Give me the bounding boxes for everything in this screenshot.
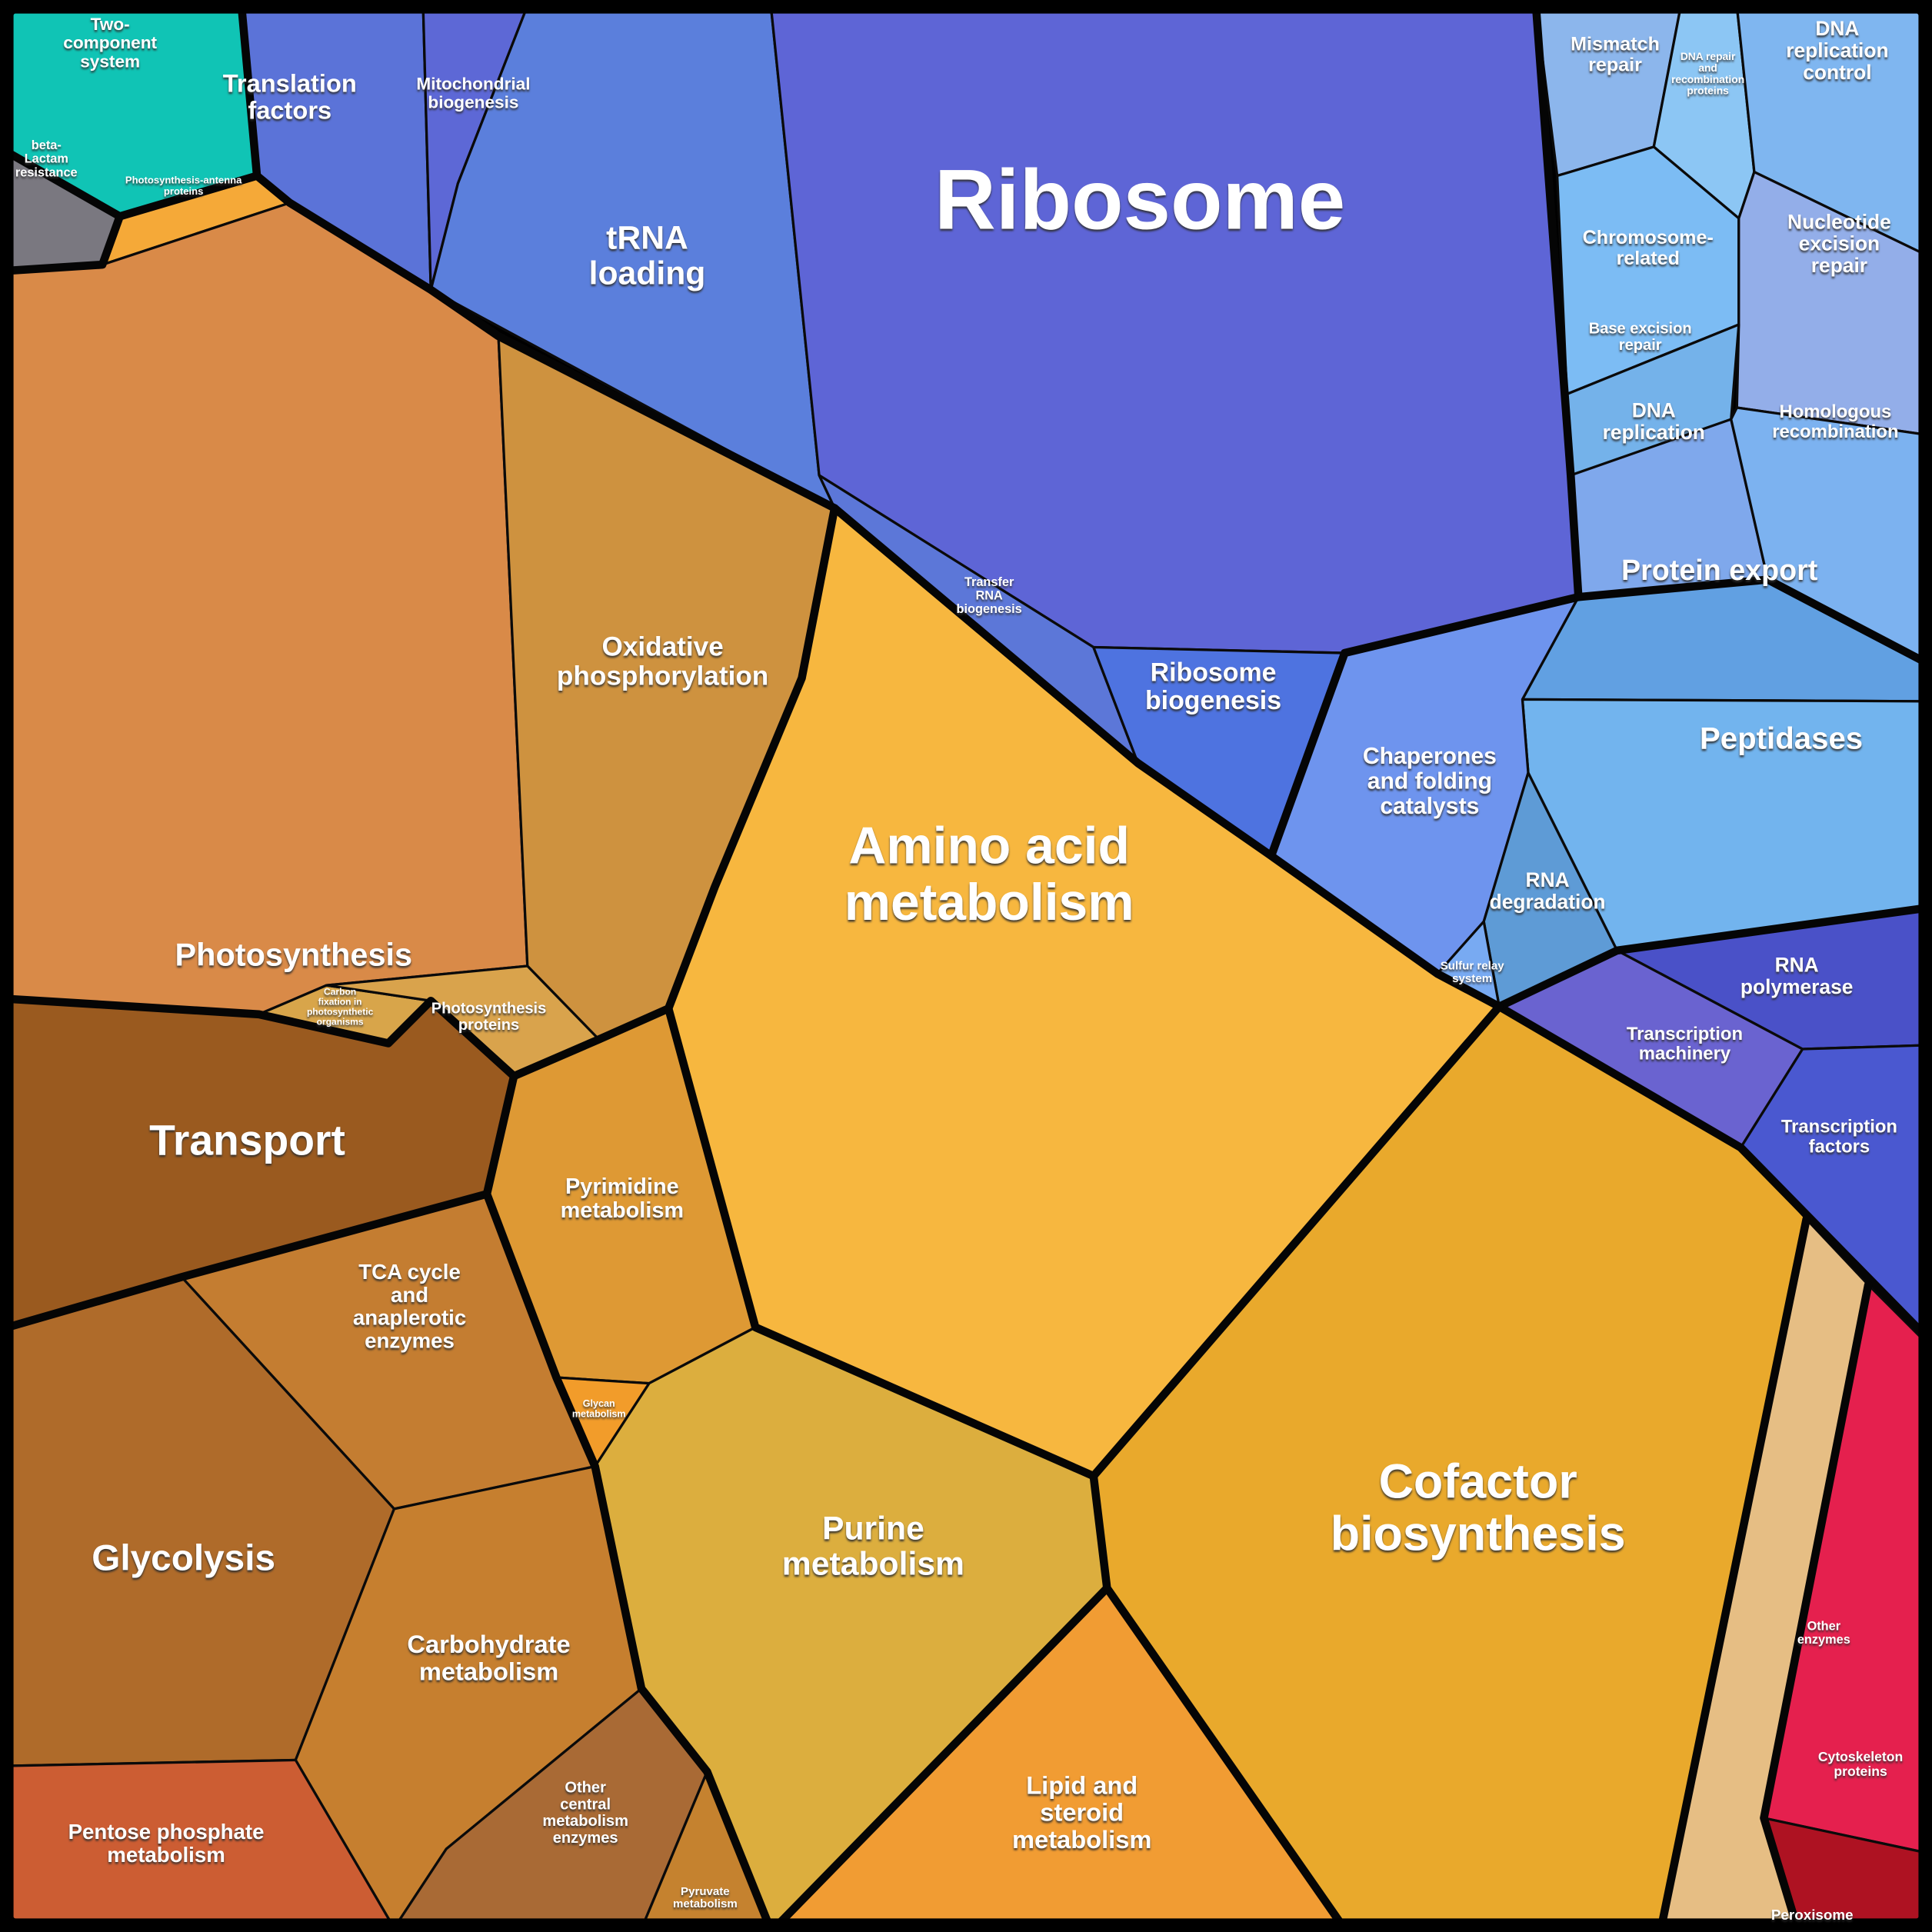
cluster-border-teal-outline bbox=[7, 2, 261, 221]
cluster-border-other-enzymes-right-edge bbox=[1760, 1281, 1873, 1930]
cell-protein-export-label: Protein export bbox=[1621, 554, 1818, 586]
cluster-border-amino-cluster-border bbox=[664, 1002, 1504, 1481]
cluster-border-folding-cluster-bottom bbox=[1495, 904, 1930, 1011]
cluster-border-other-enzymes-left-edge bbox=[1657, 1214, 1810, 1930]
cluster-border-nucleotide-carb-border bbox=[482, 1190, 771, 1925]
cluster-border-gray-outline bbox=[7, 212, 125, 275]
cell-peptidases-label: Peptidases bbox=[1700, 721, 1863, 756]
cell-ribosome-label: Ribosome bbox=[934, 152, 1345, 247]
cell-transport-label: Transport bbox=[149, 1116, 345, 1164]
cluster-border-ribosome-right-edge bbox=[1531, 2, 1583, 601]
cell-chromosome-related-label: Chromosome-related bbox=[1583, 227, 1714, 269]
cell-photosynthesis-label: Photosynthesis bbox=[175, 936, 413, 972]
cell-photosynthesis[interactable] bbox=[6, 202, 529, 1016]
cluster-border-folding-cluster-top bbox=[1267, 592, 1583, 861]
cell-peroxisome-label: Peroxisome bbox=[1771, 1907, 1854, 1923]
cell-glycolysis-label: Glycolysis bbox=[92, 1537, 275, 1578]
cluster-border-main-diagonal bbox=[252, 172, 1932, 1347]
cluster-border-dna-cluster-bottom bbox=[1574, 575, 1930, 667]
cluster-border-purine-lipid-border bbox=[768, 1584, 1111, 1932]
cluster-border-transport-outline bbox=[3, 994, 518, 1332]
cluster-border-energy-nucleotide-border bbox=[509, 504, 839, 1081]
